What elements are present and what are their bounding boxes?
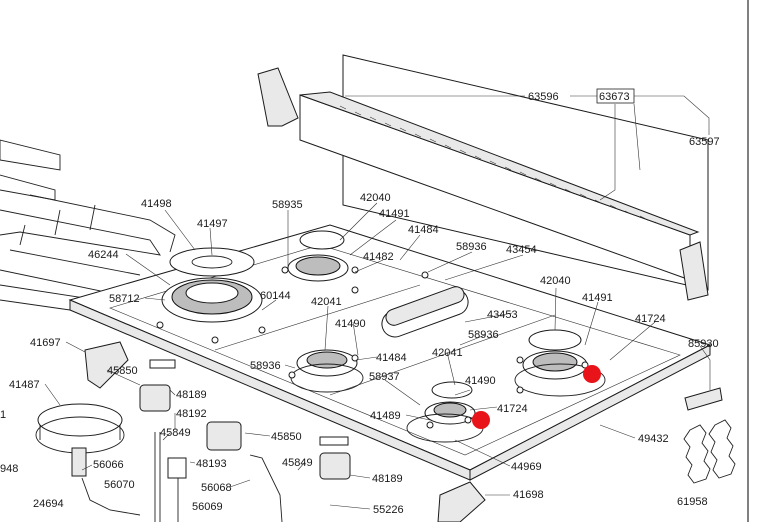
label-45850-a: 45850 bbox=[107, 365, 138, 377]
burner-middle bbox=[290, 349, 364, 393]
gas-taps bbox=[139, 359, 351, 480]
burner-rear-middle bbox=[287, 230, 349, 282]
label-45850-b: 45850 bbox=[271, 431, 302, 443]
fixing-screws bbox=[156, 266, 589, 429]
label-42041-a: 42041 bbox=[311, 296, 342, 308]
hob-plate-side-edge bbox=[469, 344, 711, 481]
label-41490-a: 41490 bbox=[335, 318, 366, 330]
label-63673: 63673 bbox=[599, 91, 630, 103]
back-panel-vent-slots bbox=[339, 105, 662, 226]
label-48189-b: 48189 bbox=[372, 473, 403, 485]
burner-cap-rear bbox=[299, 230, 345, 250]
label-63596: 63596 bbox=[528, 91, 559, 103]
part-labels: 63596 63673 63597 41498 41497 58935 4204… bbox=[0, 88, 720, 516]
label-46244: 46244 bbox=[88, 249, 119, 261]
label-41724-b: 41724 bbox=[497, 403, 528, 415]
burner-large-left bbox=[161, 247, 263, 323]
burner-cap-large bbox=[169, 247, 255, 277]
label-42040-b: 42040 bbox=[540, 275, 571, 287]
label-41484-a: 41484 bbox=[408, 224, 439, 236]
label-58936-a: 58936 bbox=[456, 241, 487, 253]
highlight-marker-front bbox=[472, 411, 490, 429]
label-948: 948 bbox=[0, 463, 18, 475]
label-55226: 55226 bbox=[373, 504, 404, 516]
label-44969: 44969 bbox=[511, 461, 542, 473]
label-48192: 48192 bbox=[176, 408, 207, 420]
burner-head-41487 bbox=[35, 403, 125, 477]
label-85930: 85930 bbox=[688, 338, 719, 350]
label-41484-b: 41484 bbox=[376, 352, 407, 364]
label-45849-a: 45849 bbox=[160, 427, 191, 439]
label-45849-b: 45849 bbox=[282, 457, 313, 469]
leader-lines bbox=[44, 95, 711, 510]
label-56070: 56070 bbox=[104, 479, 135, 491]
label-41698: 41698 bbox=[513, 489, 544, 501]
label-61958: 61958 bbox=[677, 496, 708, 508]
burner-cap-right bbox=[528, 329, 582, 351]
label-41491-b: 41491 bbox=[582, 292, 613, 304]
label-41497: 41497 bbox=[197, 218, 228, 230]
burner-right bbox=[514, 329, 606, 397]
label-63597: 63597 bbox=[689, 136, 720, 148]
seals-61958 bbox=[683, 419, 736, 484]
label-41498: 41498 bbox=[141, 198, 172, 210]
label-42041-b: 42041 bbox=[432, 347, 463, 359]
panel-end-cap-left bbox=[257, 67, 299, 127]
panel-end-cap-right bbox=[679, 241, 709, 301]
hob-plate-divisions bbox=[214, 284, 556, 396]
back-panel-top-edge bbox=[299, 91, 700, 236]
label-60144: 60144 bbox=[260, 290, 291, 302]
burner-cap-front bbox=[431, 381, 473, 399]
highlight-marker-right bbox=[583, 365, 601, 383]
label-41482: 41482 bbox=[363, 251, 394, 263]
label-56068: 56068 bbox=[201, 482, 232, 494]
foot-41698 bbox=[437, 481, 486, 522]
label-48189-a: 48189 bbox=[176, 389, 207, 401]
burner-fish-centre bbox=[381, 286, 469, 338]
label-43454: 43454 bbox=[506, 244, 537, 256]
gas-pipes bbox=[81, 432, 283, 522]
label-41490-b: 41490 bbox=[465, 375, 496, 387]
label-42040-a: 42040 bbox=[360, 192, 391, 204]
label-58937: 58937 bbox=[369, 371, 400, 383]
label-box-63673 bbox=[596, 88, 635, 104]
label-41724-a: 41724 bbox=[635, 313, 666, 325]
label-56066: 56066 bbox=[93, 459, 124, 471]
label-1: 1 bbox=[0, 409, 6, 421]
label-41697: 41697 bbox=[30, 337, 61, 349]
label-56069: 56069 bbox=[192, 501, 223, 513]
label-58712: 58712 bbox=[109, 293, 140, 305]
clip-85930 bbox=[684, 387, 723, 411]
bracket-41697 bbox=[84, 341, 129, 389]
label-41491-a: 41491 bbox=[379, 208, 410, 220]
label-49432: 49432 bbox=[638, 433, 669, 445]
label-48193: 48193 bbox=[196, 458, 227, 470]
label-41489: 41489 bbox=[370, 410, 401, 422]
label-58936-c: 58936 bbox=[250, 360, 281, 372]
label-24694: 24694 bbox=[33, 498, 64, 510]
label-58936-b: 58936 bbox=[468, 329, 499, 341]
label-43453: 43453 bbox=[487, 309, 518, 321]
burner-front-small bbox=[406, 381, 484, 443]
label-41487: 41487 bbox=[9, 379, 40, 391]
label-58935: 58935 bbox=[272, 199, 303, 211]
pan-support-grates bbox=[0, 139, 176, 311]
back-panel-group bbox=[257, 54, 709, 301]
